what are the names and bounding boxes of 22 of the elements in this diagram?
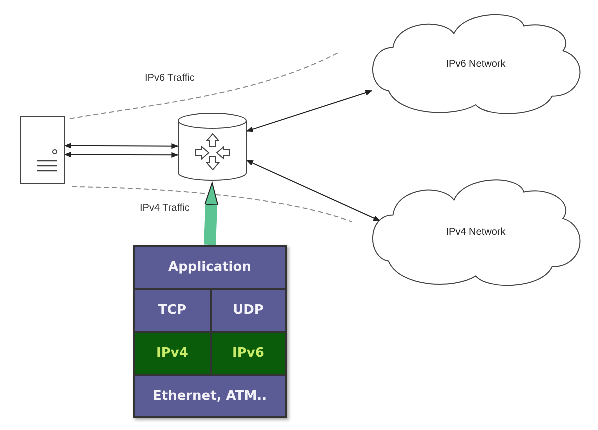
protocol-layer [134,289,211,332]
layer-label: Application [168,260,252,275]
traffic-label: IPv6 Traffic [145,73,195,84]
thick-arrow [204,182,219,246]
protocol-layer [134,332,211,375]
arrow [64,143,179,150]
arrow [246,160,381,222]
protocol-layer [211,332,286,375]
network-label: IPv4 Network [446,227,506,238]
arrow [64,152,179,158]
protocol-layer [211,289,286,332]
arrow [246,90,373,132]
layer-label: IPv6 [232,346,264,361]
layer-label: TCP [158,303,186,318]
layer-label: IPv4 [156,346,188,361]
protocol-stack-box [133,245,287,418]
network-label: IPv6 Network [446,58,506,70]
layer-label: Ethernet, ATM.. [152,388,268,404]
traffic-label: IPv4 Traffic [140,203,190,214]
layer-label: UDP [233,303,264,318]
protocol-layer [134,246,286,289]
protocol-layer [134,375,286,417]
